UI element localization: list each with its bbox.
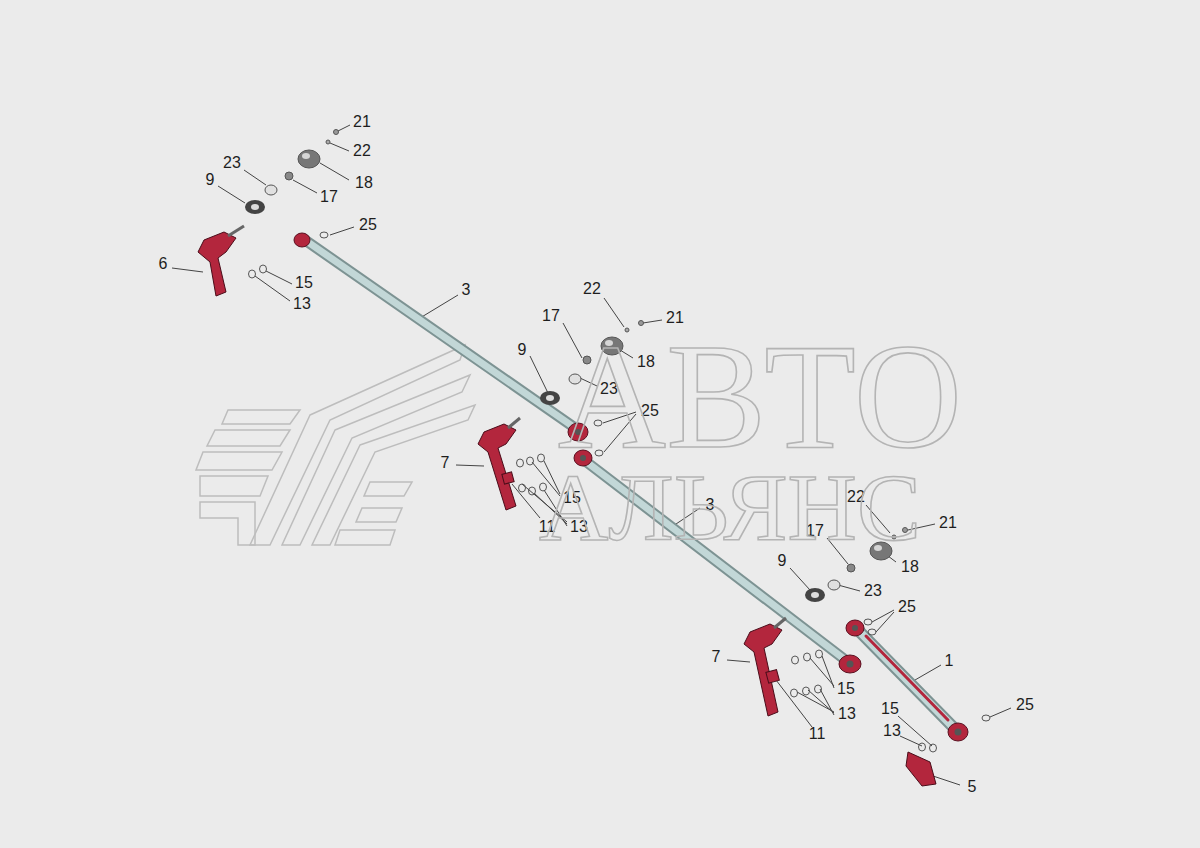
callout-number: 25 <box>358 216 378 234</box>
levers <box>198 232 936 786</box>
callout-number: 23 <box>863 582 883 600</box>
callout-number: 3 <box>461 281 472 299</box>
callout-number: 13 <box>292 295 312 313</box>
callout-number: 21 <box>352 113 372 131</box>
callout-number: 22 <box>352 142 372 160</box>
callout-number: 5 <box>967 778 978 796</box>
leader-lines <box>172 125 1011 785</box>
callout-number: 13 <box>837 705 857 723</box>
callout-number: 18 <box>354 174 374 192</box>
watermark-text: АВТО <box>558 321 962 471</box>
callout-number: 13 <box>882 722 902 740</box>
callout-number: 9 <box>205 171 216 189</box>
callout-number: 21 <box>938 514 958 532</box>
logo-outline <box>196 345 475 545</box>
callout-number: 7 <box>711 648 722 666</box>
callout-number: 15 <box>836 680 856 698</box>
callout-number: 7 <box>440 454 451 472</box>
callout-number: 25 <box>1015 696 1035 714</box>
callout-number: 11 <box>808 725 827 743</box>
rings <box>249 232 991 752</box>
callout-number: 15 <box>880 700 900 718</box>
callout-number: 17 <box>319 188 339 206</box>
rod-eyes <box>294 233 968 741</box>
callout-number: 23 <box>222 154 242 172</box>
callout-number: 25 <box>897 598 917 616</box>
callout-number: 9 <box>517 341 528 359</box>
watermark-text: АЛЬЯНС <box>539 460 921 556</box>
callout-number: 22 <box>582 280 602 298</box>
callout-number: 18 <box>900 558 920 576</box>
callout-number: 15 <box>294 274 314 292</box>
callout-number: 6 <box>158 255 169 273</box>
rods <box>305 240 956 730</box>
callout-number: 1 <box>944 652 955 670</box>
